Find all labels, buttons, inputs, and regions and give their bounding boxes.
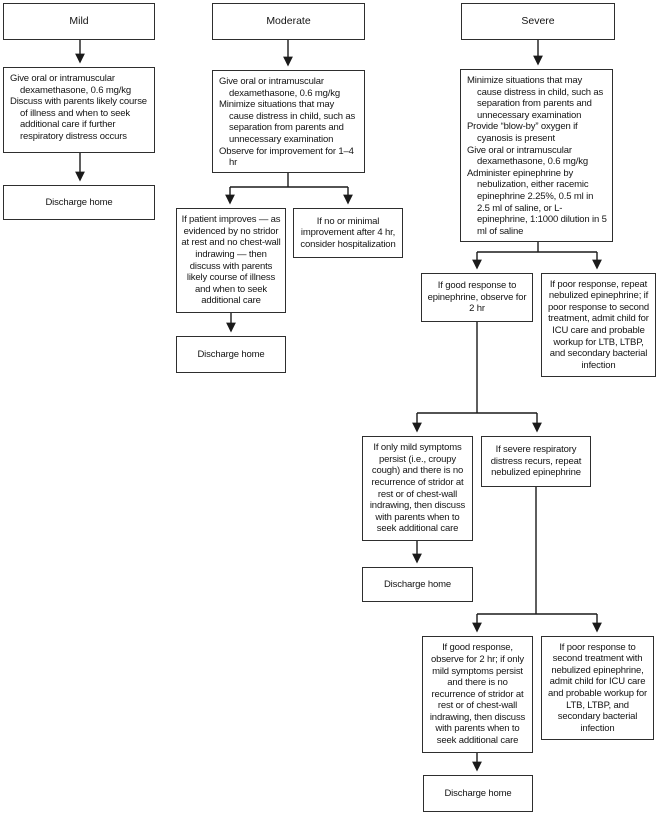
node-label: If good response, observe for 2 hr; if o…: [429, 642, 526, 747]
treatment-step: Give oral or intramuscular dexamethasone…: [467, 144, 588, 168]
node-label: Discharge home: [197, 348, 265, 360]
node-severe-distress-recurs: If severe respiratory distress recurs, r…: [481, 436, 591, 487]
node-severe-discharge-home-1: Discharge home: [362, 567, 473, 602]
node-mild-discharge-home: Discharge home: [3, 185, 155, 220]
treatment-step: Give oral or intramuscular dexamethasone…: [10, 73, 131, 96]
node-severe-header: Severe: [461, 3, 615, 40]
node-label: If good response to epinephrine, observe…: [427, 280, 527, 315]
treatment-step: Minimize situations that may cause distr…: [219, 99, 356, 145]
node-label: Severe: [521, 14, 555, 27]
node-label: Moderate: [266, 14, 311, 27]
node-moderate-discharge-home: Discharge home: [176, 336, 286, 373]
node-label: Mild: [69, 14, 89, 27]
node-severe-good-response: If good response to epinephrine, observe…: [421, 273, 533, 322]
node-label: Discharge home: [444, 787, 512, 799]
treatment-step: Discuss with parents likely course of il…: [10, 96, 147, 142]
node-severe-mild-symptoms-persist: If only mild symptoms persist (i.e., cro…: [362, 436, 473, 541]
treatment-step: Observe for improvement for 1–4 hr: [219, 145, 354, 169]
node-severe-discharge-home-final: Discharge home: [423, 775, 533, 812]
connector-severe-branch-3: [472, 487, 602, 633]
node-mild-treatment: Give oral or intramuscular dexamethasone…: [3, 67, 155, 153]
node-label: If no or minimal improvement after 4 hr,…: [300, 215, 396, 250]
node-moderate-no-improvement: If no or minimal improvement after 4 hr,…: [293, 208, 403, 258]
node-severe-good-response-second: If good response, observe for 2 hr; if o…: [422, 636, 533, 753]
node-severe-treatment: Minimize situations that may cause distr…: [460, 69, 613, 242]
node-moderate-treatment: Give oral or intramuscular dexamethasone…: [212, 70, 365, 173]
node-label: If severe respiratory distress recurs, r…: [490, 444, 582, 479]
treatment-step: Give oral or intramuscular dexamethasone…: [219, 76, 340, 99]
node-label: Discharge home: [45, 196, 113, 208]
node-label: If patient improves — as evidenced by no…: [181, 214, 281, 307]
treatment-step: Administer epinephrine by nebulization, …: [467, 167, 607, 237]
node-label: If poor response to second treatment wit…: [547, 641, 647, 734]
node-severe-poor-response: If poor response, repeat nebulized epine…: [541, 273, 656, 377]
connector-severe-branch-2: [412, 322, 542, 433]
treatment-step: Provide “blow-by” oxygen if cyanosis is …: [467, 121, 578, 144]
node-moderate-patient-improves: If patient improves — as evidenced by no…: [176, 208, 286, 313]
connector-severe-branch-1: [472, 242, 602, 270]
node-mild-header: Mild: [3, 3, 155, 40]
node-moderate-header: Moderate: [212, 3, 365, 40]
connector-moderate-branch: [225, 173, 353, 205]
node-severe-poor-response-second: If poor response to second treatment wit…: [541, 636, 654, 740]
node-label: If only mild symptoms persist (i.e., cro…: [369, 442, 466, 535]
treatment-step: Minimize situations that may cause distr…: [467, 75, 604, 121]
node-label: If poor response, repeat nebulized epine…: [547, 278, 650, 371]
node-label: Discharge home: [383, 578, 452, 590]
